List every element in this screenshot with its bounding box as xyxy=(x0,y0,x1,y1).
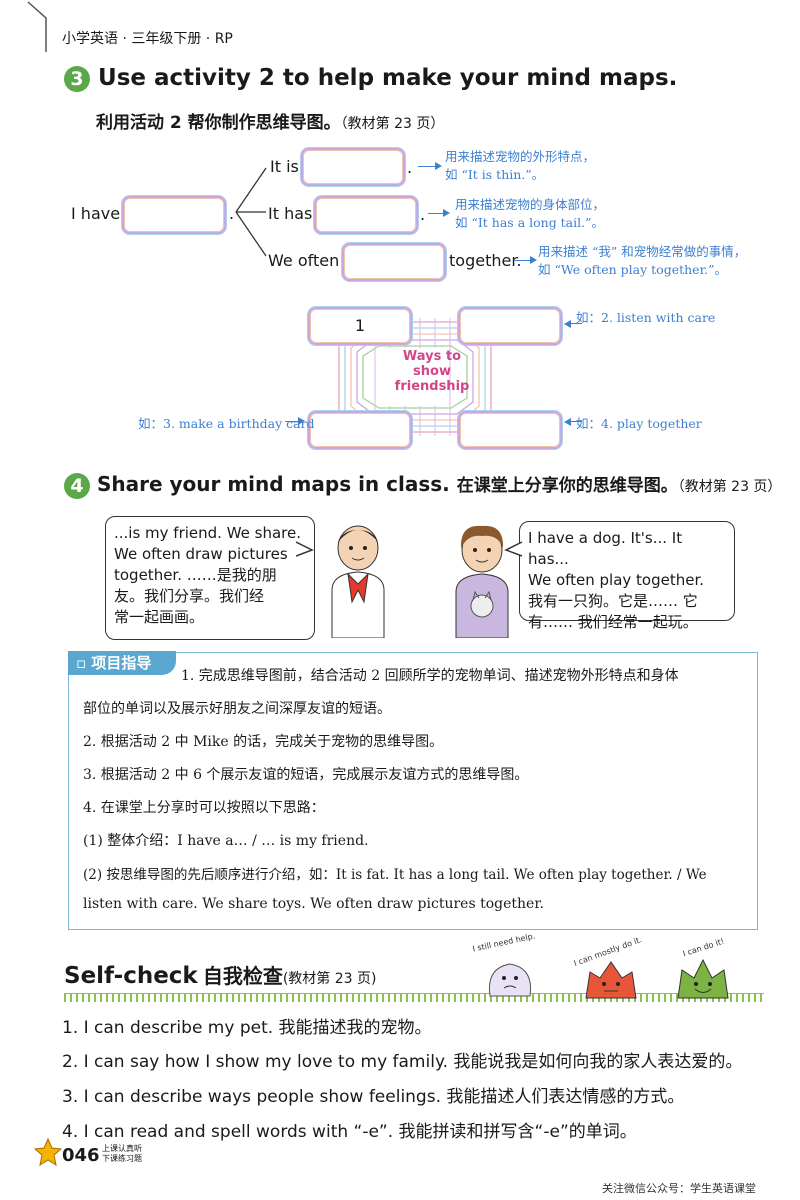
map1-root-period: . xyxy=(229,204,235,223)
map2-box4[interactable] xyxy=(458,411,562,449)
guide-line: 3. 根据活动 2 中 6 个展示友谊的短语，完成展示友谊方式的思维导图。 xyxy=(83,767,529,783)
arrow-icon xyxy=(515,256,537,264)
map2-box1[interactable]: 1 xyxy=(308,307,412,345)
map1-branch3-label: We often xyxy=(268,251,340,270)
selfcheck-heading: Self-check 自我检查(教材第 23 页) xyxy=(64,960,376,989)
selfcheck-title: Self-check xyxy=(64,963,198,989)
map1-branch2-period: . xyxy=(420,205,426,224)
section3-heading: 3 Use activity 2 to help make your mind … xyxy=(64,65,677,92)
section3-number: 3 xyxy=(64,65,90,92)
guide-line: 2. 根据活动 2 中 Mike 的话，完成关于宠物的思维导图。 xyxy=(83,734,444,750)
guide-icon: ▫ xyxy=(76,654,87,672)
footer-slogan: 上课认真听下课练习题 xyxy=(102,1144,142,1163)
project-guide-box: 1. 完成思维导图前，结合活动 2 回顾所学的宠物单词、描述宠物外形特点和身体 … xyxy=(68,652,758,930)
guide-line: 部位的单词以及展示好朋友之间深厚友谊的短语。 xyxy=(83,701,391,717)
badge-can-do-label: I can do it! xyxy=(681,936,726,959)
selfcheck-divider xyxy=(64,993,764,1002)
section3-ref: （教材第 23 页） xyxy=(340,116,445,132)
bubble-tail-icon xyxy=(504,541,523,557)
book-header: 小学英语 · 三年级下册 · RP xyxy=(62,31,233,47)
bubble-tail-icon xyxy=(296,541,314,557)
corner-decoration xyxy=(27,1,47,52)
selfcheck-title-cn: 自我检查 xyxy=(202,964,283,988)
selfcheck-item: 1. I can describe my pet. 我能描述我的宠物。 xyxy=(62,1018,432,1038)
map1-branch1-label: It is xyxy=(270,157,299,176)
section4-number: 4 xyxy=(64,472,90,499)
map2-hint3: 如：3. make a birthday card xyxy=(138,416,315,431)
still-need-help-face-icon xyxy=(488,963,532,997)
badge-still-need-help-label: I still need help. xyxy=(471,931,537,954)
star-mascot-icon xyxy=(34,1137,62,1167)
section4-heading: 4 Share your mind maps in class. 在课堂上分享你… xyxy=(64,471,781,499)
guide-label: ▫ 项目指导 xyxy=(68,651,176,675)
can-do-it-face-icon xyxy=(677,958,729,999)
map2-hint2: 如：2. listen with care xyxy=(576,310,716,325)
boy-cat-shirt-illustration-icon xyxy=(455,525,509,638)
section3-title: Use activity 2 to help make your mind ma… xyxy=(98,65,678,91)
arrow-icon xyxy=(418,162,442,170)
guide-line: (1) 整体介绍：I have a… / … is my friend. xyxy=(83,833,369,849)
map1-branch1-box[interactable] xyxy=(301,148,405,186)
section4-title-cn: 在课堂上分享你的思维导图。 xyxy=(456,476,678,496)
selfcheck-ref: (教材第 23 页) xyxy=(282,971,377,987)
guide-line: 1. 完成思维导图前，结合活动 2 回顾所学的宠物单词、描述宠物外形特点和身体 xyxy=(181,668,679,684)
map2-box1-value: 1 xyxy=(354,316,366,335)
map1-connectors xyxy=(235,167,267,257)
map1-root-label: I have xyxy=(71,204,121,223)
map1-note2: 用来描述宠物的身体部位，如 “It has a long tail.”。 xyxy=(455,197,606,230)
selfcheck-item: 2. I can say how I show my love to my fa… xyxy=(62,1052,743,1072)
map1-note1: 用来描述宠物的外形特点，如 “It is thin.”。 xyxy=(445,149,596,182)
section3-subtitle: 利用活动 2 帮你制作思维导图。 xyxy=(96,113,341,133)
selfcheck-item: 3. I can describe ways people show feeli… xyxy=(62,1087,685,1107)
map1-note3: 用来描述 “我” 和宠物经常做的事情，如 “We often play toge… xyxy=(538,244,747,277)
map2-box2[interactable] xyxy=(458,307,562,345)
arrow-icon xyxy=(285,417,305,425)
map1-branch2-box[interactable] xyxy=(314,196,418,234)
guide-line: (2) 按思维导图的先后顺序进行介绍，如：It is fat. It has a… xyxy=(83,867,707,883)
boy-illustration-icon xyxy=(331,525,385,638)
map1-root-box[interactable] xyxy=(122,196,226,234)
speech-bubble-right: I have a dog. It's... It has... We often… xyxy=(519,521,735,631)
section3-subtitle-row: 利用活动 2 帮你制作思维导图。（教材第 23 页） xyxy=(96,108,444,133)
mostly-do-it-face-icon xyxy=(585,961,637,999)
arrow-icon xyxy=(428,209,450,217)
page-number: 046 xyxy=(62,1145,100,1166)
guide-line: 4. 在课堂上分享时可以按照以下思路： xyxy=(83,800,325,816)
map2-box3[interactable] xyxy=(308,411,412,449)
selfcheck-item: 4. I can read and spell words with “-e”.… xyxy=(62,1122,637,1142)
section4-title: Share your mind maps in class. xyxy=(96,472,450,496)
speech-bubble-left: ...is my friend. We share. We often draw… xyxy=(105,516,315,640)
map1-branch2-label: It has xyxy=(268,204,313,223)
map2-hint4: 如：4. play together xyxy=(576,416,702,431)
map2-center-label: Ways to show friendship xyxy=(394,349,470,394)
map1-branch3-box[interactable] xyxy=(342,243,446,281)
map1-branch1-period: . xyxy=(407,158,413,177)
guide-line: listen with care. We share toys. We ofte… xyxy=(83,896,544,912)
section4-ref: （教材第 23 页） xyxy=(677,479,782,495)
map1-branch3-end: together. xyxy=(449,251,522,270)
wechat-note: 关注微信公众号：学生英语课堂 xyxy=(602,1182,756,1195)
